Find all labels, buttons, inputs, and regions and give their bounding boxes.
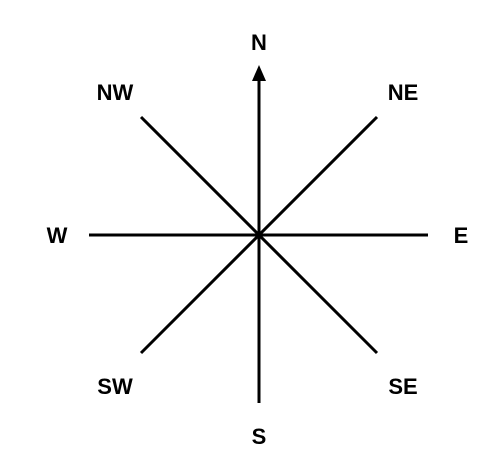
label-sw: SW — [97, 374, 133, 399]
label-e: E — [454, 223, 469, 248]
label-n: N — [251, 30, 267, 55]
label-nw: NW — [97, 80, 134, 105]
label-w: W — [47, 223, 68, 248]
north-arrow-icon — [252, 65, 266, 81]
northeast-southwest-line — [139, 115, 379, 355]
label-se: SE — [388, 374, 417, 399]
label-ne: NE — [388, 80, 419, 105]
label-s: S — [252, 424, 267, 449]
